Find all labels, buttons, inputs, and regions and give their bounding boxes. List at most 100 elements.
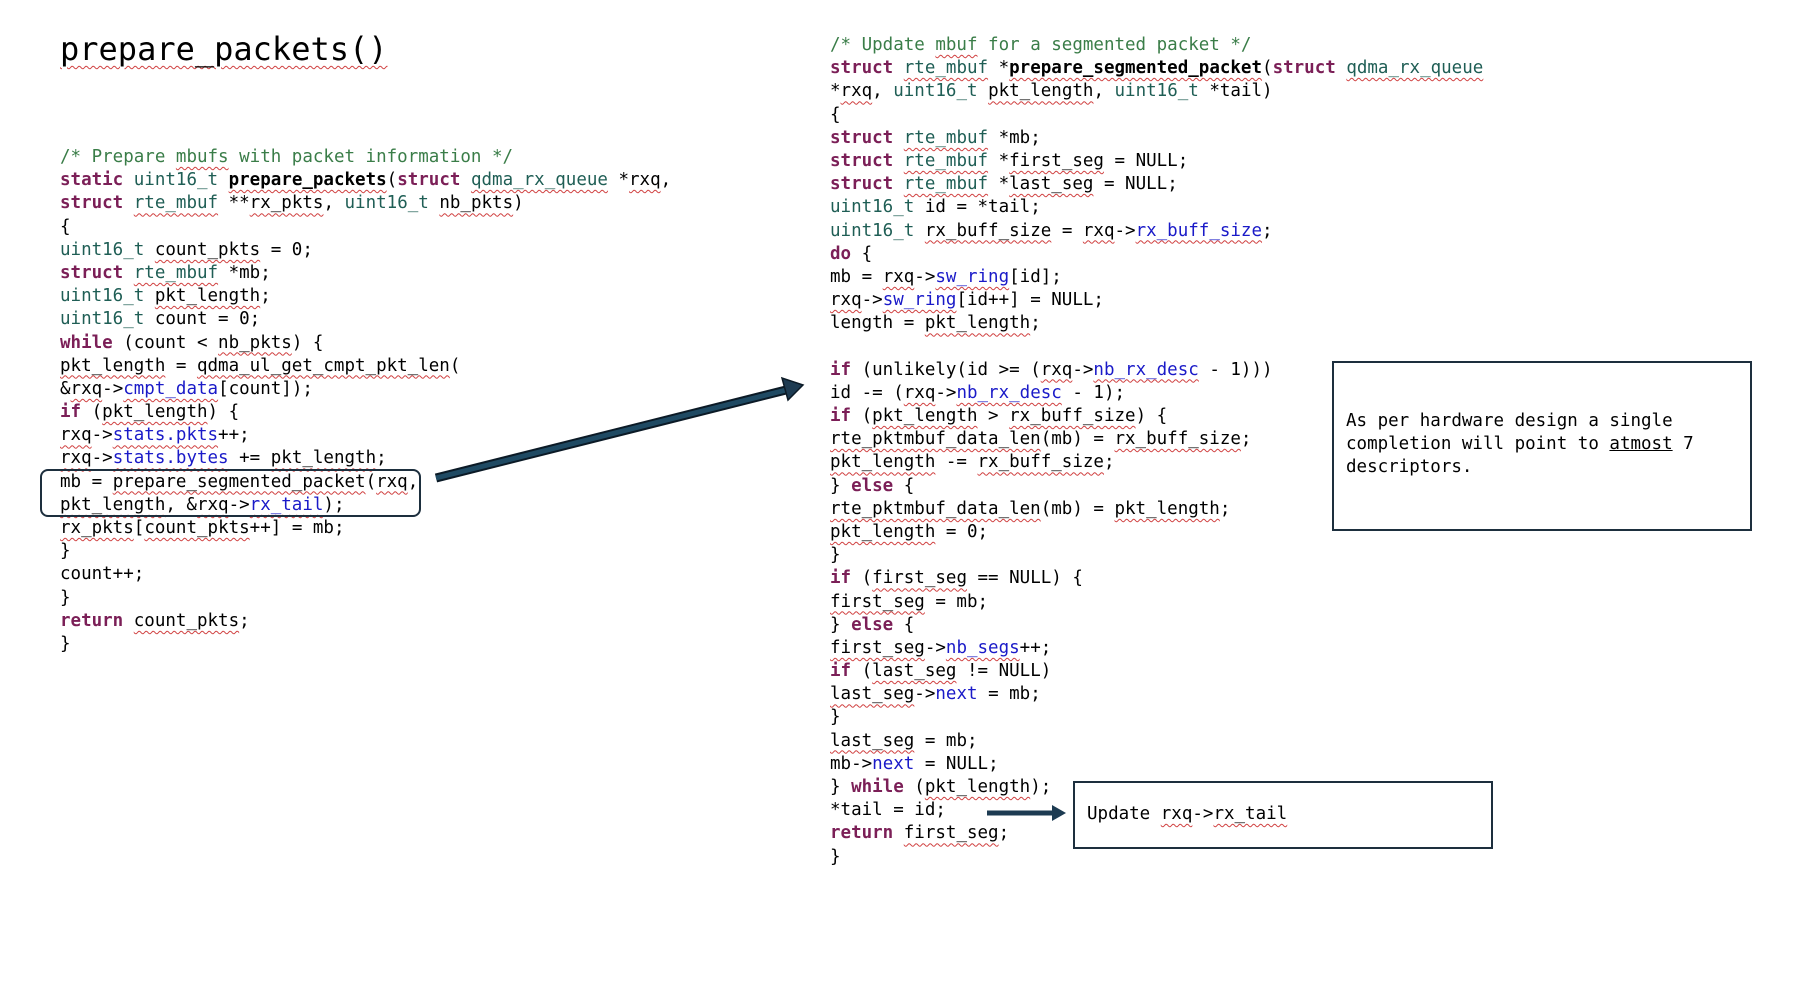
code-token: prepare_packets: [228, 170, 387, 191]
code-token: }: [830, 614, 852, 635]
code-token: = mb;: [924, 591, 989, 612]
code-token: ) {: [207, 402, 240, 423]
code-token: *: [607, 170, 630, 191]
code-token: rxq: [882, 266, 915, 287]
code-token: rxq: [840, 81, 873, 102]
code-line: if (unlikely(id >= (rxq->nb_rx_desc - 1)…: [830, 359, 1483, 382]
code-token: with packet information */: [228, 147, 514, 167]
code-line: while (count < nb_pkts) {: [60, 332, 671, 355]
code-token: rxq: [1082, 220, 1115, 241]
code-token: rx_pkts: [60, 518, 134, 538]
code-token: (: [851, 406, 873, 426]
tail-note-span: Update: [1087, 804, 1161, 824]
code-line: last_seg = mb;: [830, 730, 1483, 753]
code-token: = 0;: [260, 239, 313, 260]
code-token: }: [60, 633, 71, 654]
code-token: ,: [660, 170, 672, 191]
code-token: id -= (: [830, 382, 904, 403]
code-token: *: [830, 81, 841, 102]
code-token: = mb;: [914, 730, 978, 751]
code-line: &rxq->cmpt_data[count]);: [60, 378, 671, 401]
code-line: return first_seg;: [830, 822, 1483, 845]
code-token: pkt_length: [1114, 498, 1220, 519]
code-token: (: [851, 661, 873, 682]
code-line: if (last_seg != NULL): [830, 660, 1483, 683]
code-token: first_seg: [872, 568, 967, 589]
code-token: rx_buff_size: [1009, 406, 1136, 426]
code-token: struct: [60, 193, 124, 214]
code-token: ): [513, 193, 524, 214]
code-token: nb_pkts: [439, 193, 514, 214]
code-token: = NULL;: [914, 753, 999, 774]
code-token: qdma_rx_queue: [1346, 58, 1484, 79]
note-line: As per hardware design a single: [1346, 411, 1673, 431]
code-token: ++;: [218, 425, 250, 446]
code-token: pkt_length: [924, 313, 1031, 334]
code-token: ;: [1219, 498, 1231, 519]
code-token: last_seg: [830, 730, 915, 751]
call-arrow-head-icon: [780, 376, 805, 402]
code-token: *: [988, 150, 1010, 171]
code-line: struct rte_mbuf *last_seg = NULL;: [830, 173, 1483, 196]
code-line: uint16_t pkt_length;: [60, 285, 671, 308]
code-line: length = pkt_length;: [830, 312, 1483, 335]
code-line: uint16_t id = *tail;: [830, 196, 1483, 219]
code-token: rxq: [376, 471, 408, 492]
code-line: mb->next = NULL;: [830, 753, 1483, 776]
code-token: qdma_rx_queue: [470, 170, 608, 191]
code-token: ;: [260, 286, 271, 307]
code-token: {: [60, 216, 71, 237]
code-line: } while (pkt_length);: [830, 776, 1483, 799]
code-line: }: [60, 587, 671, 610]
code-token: rte_mbuf: [903, 174, 989, 195]
code-token: ->: [935, 382, 957, 403]
code-token: (: [851, 568, 873, 589]
code-token: rxq: [60, 448, 92, 469]
code-token: ->: [1114, 220, 1136, 241]
code-token: }: [830, 545, 841, 566]
code-line: static uint16_t prepare_packets(struct q…: [60, 169, 671, 192]
note-line: descriptors.: [1346, 457, 1473, 478]
code-token: rte_mbuf: [903, 127, 989, 148]
code-token: count = 0;: [144, 309, 261, 330]
tail-note-field: rx_tail: [1213, 804, 1288, 824]
code-token: uint16_t: [1114, 81, 1199, 102]
code-token: -=: [935, 452, 978, 473]
code-token: pkt_length: [154, 286, 261, 307]
note-line: completion will point to atmost 7: [1346, 433, 1694, 456]
code-line: struct rte_mbuf **rx_pkts, uint16_t nb_p…: [60, 192, 671, 215]
code-token: mbufs: [175, 147, 229, 167]
code-token: ;: [239, 610, 250, 631]
code-token: uint16_t: [60, 309, 145, 330]
code-token: prepare_segmented_packet: [112, 471, 366, 492]
code-line: } else {: [830, 614, 1483, 637]
code-token: - 1))): [1198, 359, 1273, 380]
code-token: = NULL;: [1093, 174, 1178, 195]
code-token: &: [60, 378, 71, 399]
code-token: while: [851, 777, 904, 797]
code-token: {: [851, 243, 873, 264]
code-token: ,: [1093, 81, 1115, 102]
code-line: }: [830, 544, 1483, 567]
code-line: struct rte_mbuf *mb;: [830, 127, 1483, 150]
code-line: if (pkt_length) {: [60, 401, 671, 424]
code-token: ++] = mb;: [249, 518, 345, 538]
code-line: {: [830, 104, 1483, 127]
code-token: nb_segs: [945, 637, 1020, 658]
code-line: mb = rxq->sw_ring[id];: [830, 266, 1483, 289]
code-token: pkt_length: [988, 81, 1094, 102]
code-token: rx_buff_size: [924, 220, 1052, 241]
code-token: nb_rx_desc: [956, 382, 1062, 403]
code-token: rx_pkts: [249, 193, 324, 214]
code-token: pkt_length: [60, 494, 166, 515]
code-token: if: [830, 568, 852, 589]
code-token: for a segmented packet */: [977, 35, 1252, 55]
code-line: do {: [830, 243, 1483, 266]
code-token: if: [830, 661, 852, 682]
code-token: rx_buff_size: [1114, 429, 1241, 450]
code-line: return count_pkts;: [60, 610, 671, 633]
code-token: *mb;: [988, 127, 1041, 148]
code-token: rxq: [70, 378, 103, 399]
prepare-segmented-packet-code: /* Update mbuf for a segmented packet */…: [830, 34, 1483, 869]
